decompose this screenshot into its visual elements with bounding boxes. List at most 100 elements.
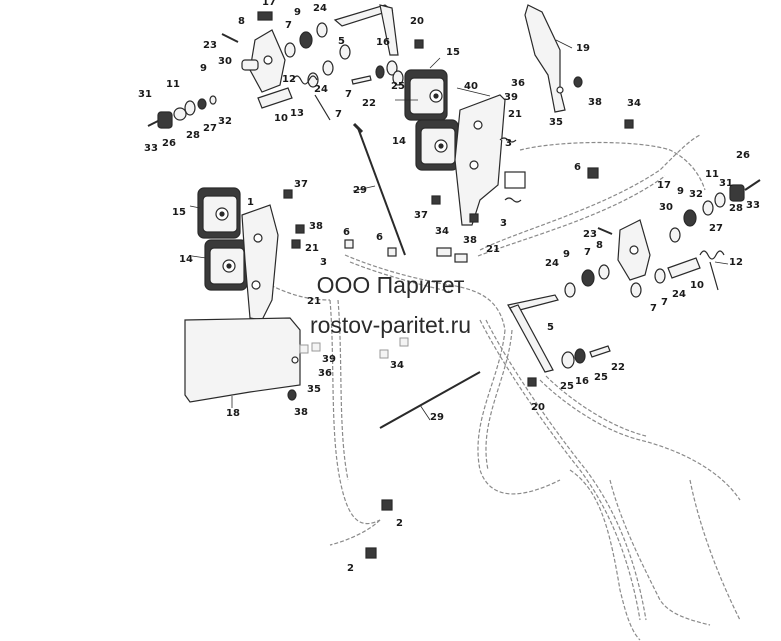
callout-2: 2 bbox=[396, 518, 403, 529]
rod-29-lower bbox=[379, 371, 481, 429]
callout-2: 2 bbox=[347, 563, 354, 574]
callout-9: 9 bbox=[677, 186, 684, 197]
callout-22: 22 bbox=[362, 98, 376, 109]
switch-15-top bbox=[404, 69, 448, 121]
callout-12: 12 bbox=[282, 74, 296, 85]
callout-30: 30 bbox=[218, 56, 232, 67]
callout-26: 26 bbox=[162, 138, 176, 149]
callout-24: 24 bbox=[545, 258, 559, 269]
switch-15-left bbox=[197, 187, 241, 239]
callout-13: 13 bbox=[290, 108, 304, 119]
shaft-5-lower bbox=[507, 294, 611, 387]
callout-35: 35 bbox=[549, 117, 563, 128]
callout-15: 15 bbox=[446, 47, 460, 58]
callout-34: 34 bbox=[435, 226, 449, 237]
callout-33: 33 bbox=[746, 200, 760, 211]
callout-3: 3 bbox=[500, 218, 507, 229]
callout-25: 25 bbox=[594, 372, 608, 383]
callout-30: 30 bbox=[659, 202, 673, 213]
callout-21: 21 bbox=[307, 296, 321, 307]
callout-24: 24 bbox=[313, 3, 327, 14]
callout-8: 8 bbox=[238, 16, 245, 27]
callout-19: 19 bbox=[576, 43, 590, 54]
callout-21: 21 bbox=[486, 244, 500, 255]
callout-9: 9 bbox=[294, 7, 301, 18]
callout-7: 7 bbox=[285, 20, 292, 31]
callout-10: 10 bbox=[690, 280, 704, 291]
callout-16: 16 bbox=[376, 37, 390, 48]
callout-6: 6 bbox=[376, 232, 383, 243]
callout-18: 18 bbox=[226, 408, 240, 419]
callout-7: 7 bbox=[335, 109, 342, 120]
callout-14: 14 bbox=[392, 136, 406, 147]
callout-7: 7 bbox=[345, 89, 352, 100]
callout-23: 23 bbox=[583, 229, 597, 240]
callout-6: 6 bbox=[574, 162, 581, 173]
callout-7: 7 bbox=[661, 297, 668, 308]
callout-12: 12 bbox=[729, 257, 743, 268]
callout-25: 25 bbox=[391, 81, 405, 92]
callout-25: 25 bbox=[560, 381, 574, 392]
callout-38: 38 bbox=[588, 97, 602, 108]
bracket-40 bbox=[454, 94, 526, 226]
callout-8: 8 bbox=[596, 240, 603, 251]
callout-31: 31 bbox=[138, 89, 152, 100]
callout-29: 29 bbox=[430, 412, 444, 423]
watermark-company: ООО Паритет bbox=[316, 272, 465, 298]
callout-32: 32 bbox=[689, 189, 703, 200]
fasteners-left bbox=[283, 119, 634, 263]
callout-11: 11 bbox=[705, 169, 719, 180]
callout-28: 28 bbox=[729, 203, 743, 214]
callout-10: 10 bbox=[274, 113, 288, 124]
callout-38: 38 bbox=[294, 407, 308, 418]
switch-14-left bbox=[204, 239, 248, 291]
callout-39: 39 bbox=[504, 92, 518, 103]
callout-20: 20 bbox=[531, 402, 545, 413]
rod-29-upper bbox=[352, 122, 406, 256]
screws-2 bbox=[365, 499, 393, 559]
callout-7: 7 bbox=[584, 247, 591, 258]
callout-34: 34 bbox=[627, 98, 641, 109]
bracket-1 bbox=[241, 204, 279, 321]
lever-assembly-right bbox=[564, 179, 761, 298]
callout-21: 21 bbox=[508, 109, 522, 120]
callout-3: 3 bbox=[320, 257, 327, 268]
callout-14: 14 bbox=[179, 254, 193, 265]
callout-17: 17 bbox=[657, 180, 671, 191]
callout-9: 9 bbox=[200, 63, 207, 74]
callout-37: 37 bbox=[414, 210, 428, 221]
callout-26: 26 bbox=[736, 150, 750, 161]
callout-36: 36 bbox=[318, 368, 332, 379]
callout-16: 16 bbox=[575, 376, 589, 387]
callout-33: 33 bbox=[144, 143, 158, 154]
callout-11: 11 bbox=[166, 79, 180, 90]
faded-fasteners bbox=[299, 337, 409, 359]
callout-23: 23 bbox=[203, 40, 217, 51]
callout-15: 15 bbox=[172, 207, 186, 218]
callout-35: 35 bbox=[307, 384, 321, 395]
callout-1: 1 bbox=[247, 197, 254, 208]
callout-34: 34 bbox=[390, 360, 404, 371]
callout-31: 31 bbox=[719, 178, 733, 189]
callout-20: 20 bbox=[410, 16, 424, 27]
callout-36: 36 bbox=[511, 78, 525, 89]
callout-37: 37 bbox=[294, 179, 308, 190]
callout-39: 39 bbox=[322, 354, 336, 365]
callout-5: 5 bbox=[338, 36, 345, 47]
callout-32: 32 bbox=[218, 116, 232, 127]
callout-29: 29 bbox=[353, 185, 367, 196]
switch-14-top bbox=[415, 119, 459, 171]
lever-assembly-top bbox=[221, 4, 424, 121]
bracket-19 bbox=[524, 4, 583, 113]
callout-17: 17 bbox=[262, 0, 276, 8]
callout-40: 40 bbox=[464, 81, 478, 92]
callout-38: 38 bbox=[309, 221, 323, 232]
callout-27: 27 bbox=[203, 123, 217, 134]
small-hub-assembly-left bbox=[147, 95, 217, 129]
callout-3: 3 bbox=[505, 138, 512, 149]
callout-22: 22 bbox=[611, 362, 625, 373]
callout-28: 28 bbox=[186, 130, 200, 141]
watermark-site: rostov-paritet.ru bbox=[309, 312, 472, 338]
